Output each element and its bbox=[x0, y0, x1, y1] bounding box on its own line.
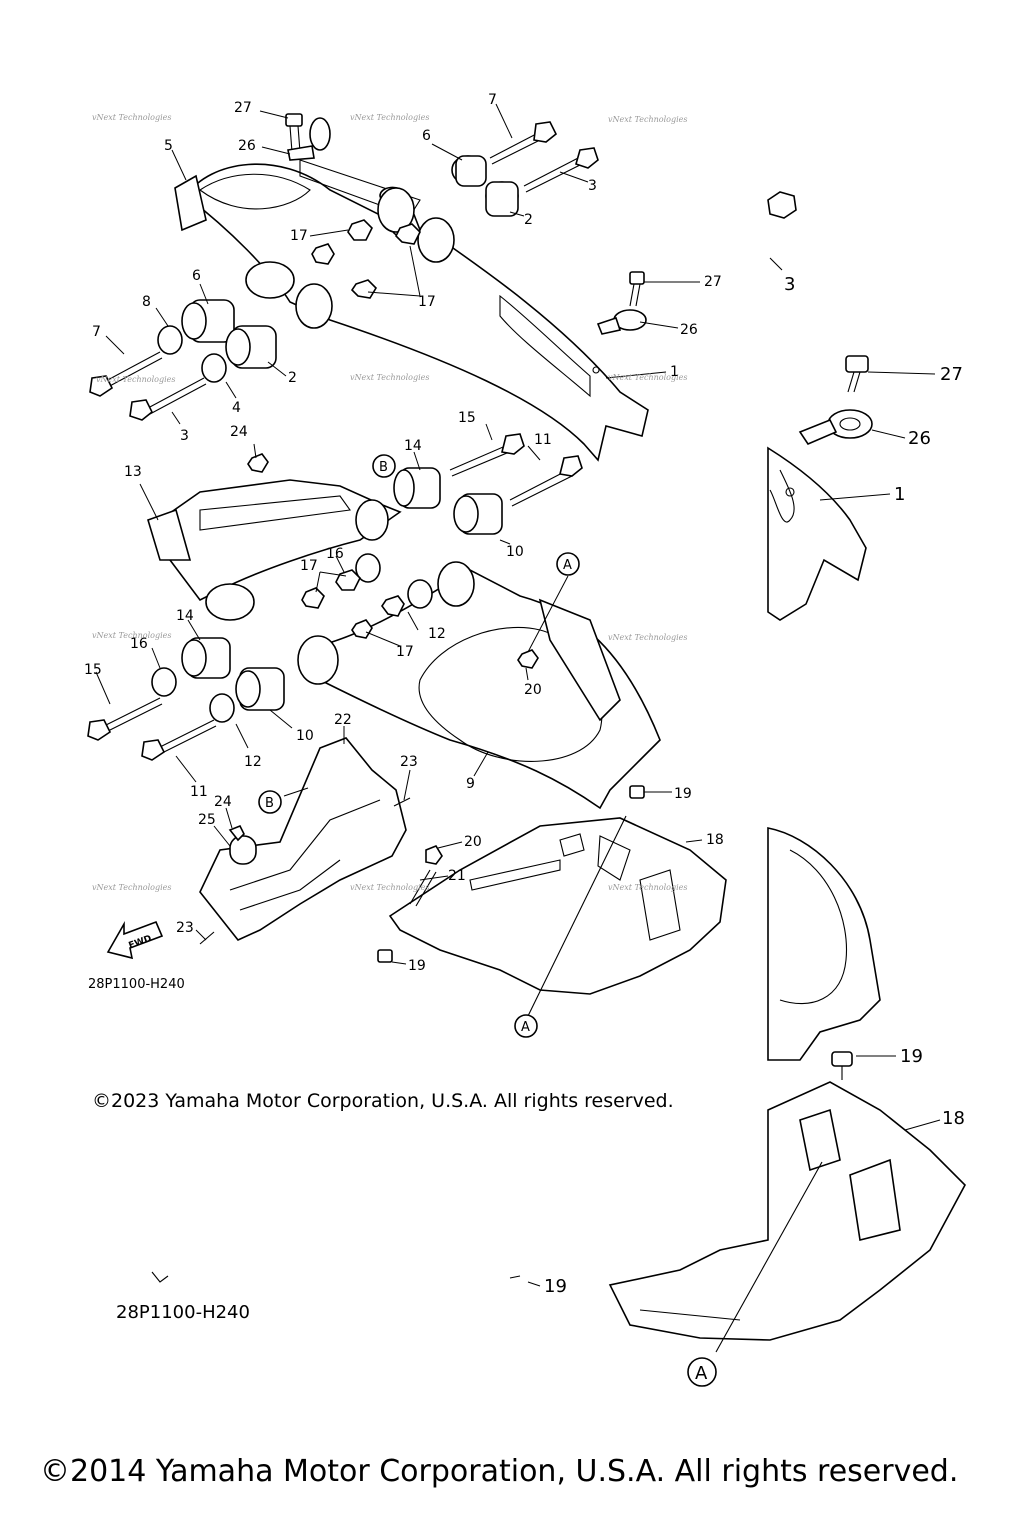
enlarged-label-1: 1 bbox=[894, 484, 905, 505]
label-14-b: 14 bbox=[176, 608, 194, 624]
label-26-b: 26 bbox=[680, 322, 698, 338]
label-27-a: 27 bbox=[234, 100, 252, 116]
label-17-c: 17 bbox=[300, 558, 318, 574]
callout-labels: 27 26 5 7 6 3 2 17 17 6 8 7 2 4 3 27 26 … bbox=[84, 92, 724, 974]
enlarged-label-27: 27 bbox=[940, 364, 963, 385]
label-19-a: 19 bbox=[674, 786, 692, 802]
label-7-a: 7 bbox=[488, 92, 497, 108]
label-4: 4 bbox=[232, 400, 241, 416]
label-12-b: 12 bbox=[244, 754, 262, 770]
watermark-4: vNext Technologies bbox=[96, 375, 175, 384]
watermark-8: vNext Technologies bbox=[608, 633, 687, 642]
watermark-10: vNext Technologies bbox=[350, 883, 429, 892]
label-3-a: 3 bbox=[588, 178, 597, 194]
enlarged-bolt-3 bbox=[767, 191, 797, 271]
enlarged-arm-9 bbox=[767, 827, 881, 1061]
label-19-b: 19 bbox=[408, 958, 426, 974]
label-17-d: 17 bbox=[396, 644, 414, 660]
enlarged-clamp-26 bbox=[798, 409, 873, 445]
label-6-b: 6 bbox=[192, 268, 201, 284]
bolts-lower bbox=[87, 433, 583, 761]
label-23-a: 23 bbox=[400, 754, 418, 770]
guard-22 bbox=[199, 737, 411, 945]
label-3-b: 3 bbox=[180, 428, 189, 444]
label-16: 16 bbox=[326, 546, 344, 562]
label-10-b: 10 bbox=[296, 728, 314, 744]
watermarks: vNext Technologies vNext Technologies vN… bbox=[92, 113, 687, 892]
label-10-a: 10 bbox=[506, 544, 524, 560]
label-27-b: 27 bbox=[704, 274, 722, 290]
copyright-large: ©2014 Yamaha Motor Corporation, U.S.A. A… bbox=[40, 1454, 959, 1489]
label-7-b: 7 bbox=[92, 324, 101, 340]
label-14-a: 14 bbox=[404, 438, 422, 454]
label-20-b: 20 bbox=[464, 834, 482, 850]
bushings-upper bbox=[157, 155, 519, 383]
enlarged-label-18: 18 bbox=[942, 1108, 965, 1129]
label-22: 22 bbox=[334, 712, 352, 728]
lower-arm-assembly bbox=[147, 479, 661, 810]
copyright-small: ©2023 Yamaha Motor Corporation, U.S.A. A… bbox=[92, 1090, 674, 1112]
watermark-5: vNext Technologies bbox=[350, 373, 429, 382]
enlarged-label-19: 19 bbox=[900, 1046, 923, 1067]
enlarged-bolt-27 bbox=[845, 355, 869, 393]
enlarged-view: 3 27 26 1 19 18 19 A 28P1100-H240 bbox=[116, 191, 966, 1387]
label-24-b: 24 bbox=[214, 794, 232, 810]
enlarged-label-26: 26 bbox=[908, 428, 931, 449]
bushings-lower bbox=[151, 467, 503, 723]
label-26-a: 26 bbox=[238, 138, 256, 154]
label-5: 5 bbox=[164, 138, 173, 154]
watermark-11: vNext Technologies bbox=[608, 883, 687, 892]
label-2-a: 2 bbox=[524, 212, 533, 228]
label-9: 9 bbox=[466, 776, 475, 792]
label-15-b: 15 bbox=[84, 662, 102, 678]
skid-plate-18 bbox=[377, 785, 727, 1017]
label-2-b: 2 bbox=[288, 370, 297, 386]
nuts-17-upper bbox=[311, 219, 421, 299]
watermark-7: vNext Technologies bbox=[92, 631, 171, 640]
main-view: FWD B A B A bbox=[84, 92, 727, 1038]
enlarged-diagram-code: 28P1100-H240 bbox=[116, 1302, 250, 1323]
enlarged-ref-a-circle bbox=[687, 1357, 717, 1387]
enlarged-arm-1 bbox=[767, 446, 867, 621]
label-17-b: 17 bbox=[418, 294, 436, 310]
enlarged-ref-a: A bbox=[695, 1363, 708, 1384]
watermark-1: vNext Technologies bbox=[92, 113, 171, 122]
leader-lines bbox=[95, 103, 703, 965]
label-18: 18 bbox=[706, 832, 724, 848]
label-13: 13 bbox=[124, 464, 142, 480]
label-6-a: 6 bbox=[422, 128, 431, 144]
label-11-a: 11 bbox=[534, 432, 552, 448]
bolts-upper bbox=[89, 121, 599, 421]
label-23-b: 23 bbox=[176, 920, 194, 936]
fwd-arrow-icon: FWD bbox=[106, 920, 164, 960]
ref-a-2: A bbox=[521, 1020, 530, 1035]
enlarged-skid-plate-18 bbox=[608, 1051, 966, 1353]
label-8: 8 bbox=[142, 294, 151, 310]
label-15-a: 15 bbox=[458, 410, 476, 426]
label-21: 21 bbox=[448, 868, 466, 884]
watermark-6: vNext Technologies bbox=[608, 373, 687, 382]
label-17-a: 17 bbox=[290, 228, 308, 244]
nuts-lower bbox=[247, 453, 539, 669]
watermark-2: vNext Technologies bbox=[350, 113, 429, 122]
ref-a-1: A bbox=[563, 558, 572, 573]
label-20-a: 20 bbox=[524, 682, 542, 698]
label-24-a: 24 bbox=[230, 424, 248, 440]
enlarged-label-19b: 19 bbox=[544, 1276, 567, 1297]
label-12-a: 12 bbox=[428, 626, 446, 642]
enlarged-label-3: 3 bbox=[784, 274, 795, 295]
ref-b-2: B bbox=[265, 796, 274, 811]
label-11-b: 11 bbox=[190, 784, 208, 800]
diagram-code: 28P1100-H240 bbox=[88, 977, 185, 992]
label-1: 1 bbox=[670, 364, 679, 380]
label-16-b: 16 bbox=[130, 636, 148, 652]
watermark-3: vNext Technologies bbox=[608, 115, 687, 124]
ref-b-1: B bbox=[379, 460, 388, 475]
clamp-26-27 bbox=[285, 113, 647, 335]
watermark-9: vNext Technologies bbox=[92, 883, 171, 892]
label-25: 25 bbox=[198, 812, 216, 828]
upper-arm-assembly bbox=[174, 159, 649, 462]
